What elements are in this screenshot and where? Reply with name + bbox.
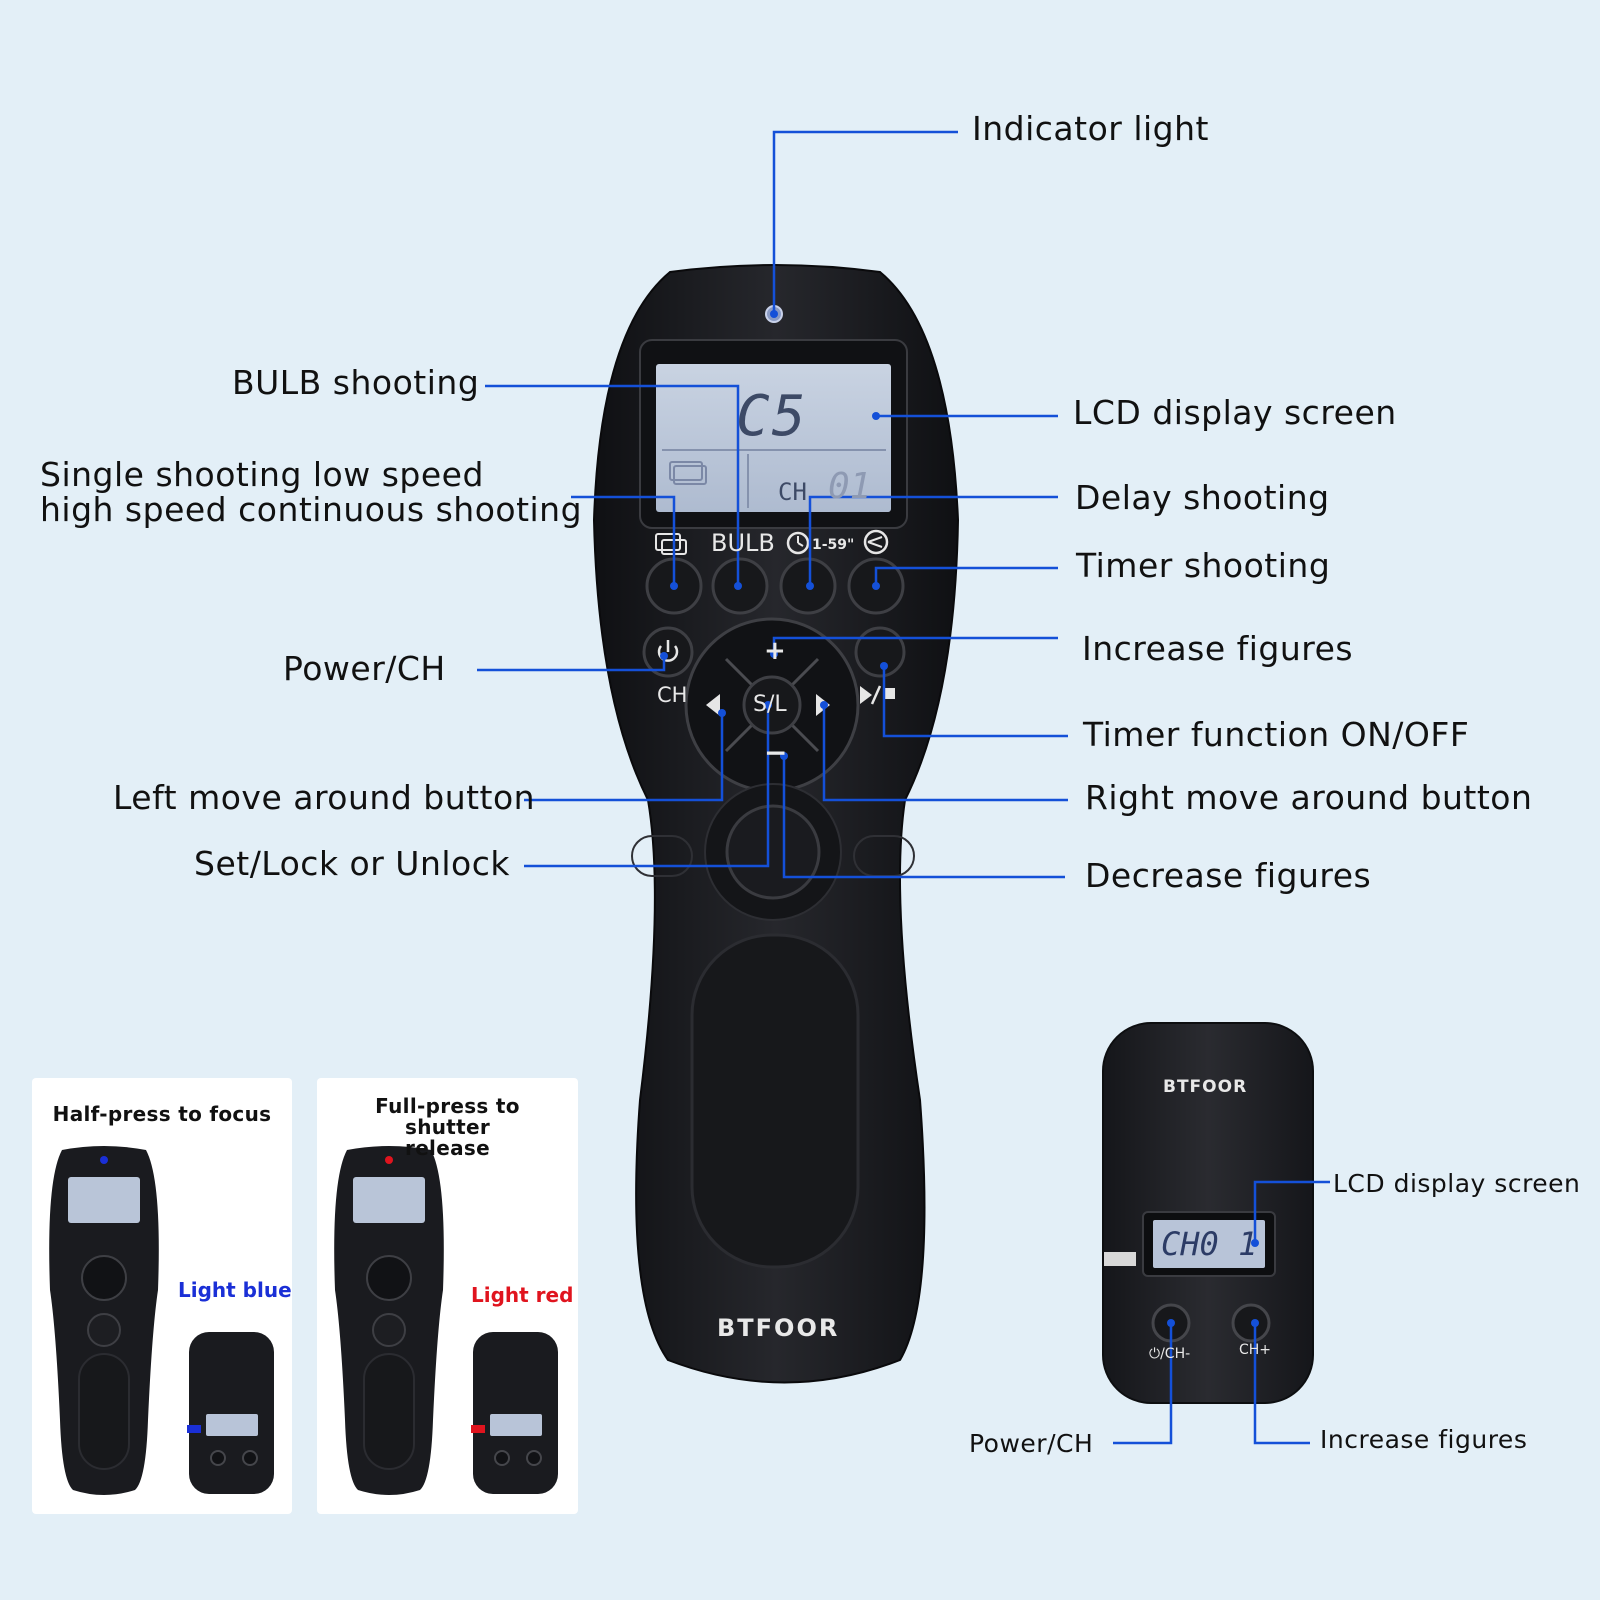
shutter-button[interactable] [725, 804, 821, 900]
timer-icon [863, 529, 889, 555]
card2-light-red [471, 1425, 485, 1433]
grip-pad [690, 933, 860, 1269]
card2-receiver [473, 1332, 558, 1494]
set-lock-label: S/L [753, 692, 787, 717]
card1-receiver [189, 1332, 274, 1494]
callout-lcd-display: LCD display screen [1073, 393, 1397, 432]
callout-receiver-power: Power/CH [969, 1429, 1094, 1458]
receiver-power-label: ⏻/CH- [1149, 1346, 1191, 1362]
callout-indicator-light: Indicator light [972, 109, 1209, 148]
stop-icon [884, 688, 895, 699]
lcd-channel-value: 01 [828, 466, 872, 507]
callout-receiver-increase: Increase figures [1320, 1425, 1528, 1454]
callout-delay-shooting: Delay shooting [1075, 478, 1330, 517]
callout-single-shooting-2: high speed continuous shooting [40, 490, 583, 529]
callout-single-shooting-1: Single shooting low speed [40, 455, 484, 494]
receiver-light-strip [1104, 1252, 1136, 1266]
lcd-screen [656, 364, 891, 512]
left-arrow-icon[interactable] [706, 694, 720, 716]
card-light-blue-label: Light blue [178, 1278, 292, 1302]
callout-timer-shooting: Timer shooting [1076, 546, 1331, 585]
callout-decrease-figures: Decrease figures [1085, 856, 1372, 895]
callout-increase-figures: Increase figures [1082, 629, 1354, 668]
receiver-lcd-readout: CH0 1 [1161, 1225, 1258, 1263]
lcd-single-shot-icon [669, 461, 703, 481]
callout-left-move: Left move around button [113, 778, 536, 817]
card-half-press-title: Half-press to focus [52, 1102, 272, 1126]
delay-range-label: 1-59" [812, 537, 855, 553]
callout-right-move: Right move around button [1085, 778, 1533, 817]
receiver-lcd-screen [1153, 1220, 1265, 1268]
single-shot-icon [655, 533, 681, 551]
power-icon [657, 645, 679, 662]
lcd-mode-readout: C5 [736, 384, 808, 449]
callout-set-lock: Set/Lock or Unlock [194, 844, 510, 883]
play-icon [860, 686, 872, 704]
card-light-red-label: Light red [471, 1283, 574, 1307]
callout-timer-function: Timer function ON/OFF [1083, 715, 1470, 754]
callout-lines [477, 130, 1330, 1445]
callout-receiver-lcd: LCD display screen [1333, 1169, 1581, 1198]
lcd-channel-prefix: CH [778, 478, 807, 506]
timer-onoff-button[interactable] [854, 626, 906, 678]
minus-label: − [764, 736, 788, 769]
callout-bulb-shooting: BULB shooting [232, 363, 480, 402]
bulb-label: BULB [711, 529, 775, 557]
ch-label: CH [657, 683, 688, 707]
callout-power-ch: Power/CH [283, 649, 446, 688]
card1-light-blue [187, 1425, 201, 1433]
remote-brand-logo: BTFOOR [717, 1314, 840, 1342]
plus-label: + [764, 636, 786, 666]
receiver-brand-logo: BTFOOR [1163, 1077, 1248, 1097]
delay-timer-icon [786, 531, 810, 555]
card-full-press-title: Full-press to shutter release [375, 1094, 520, 1160]
receiver-plus-label: CH+ [1239, 1342, 1272, 1358]
